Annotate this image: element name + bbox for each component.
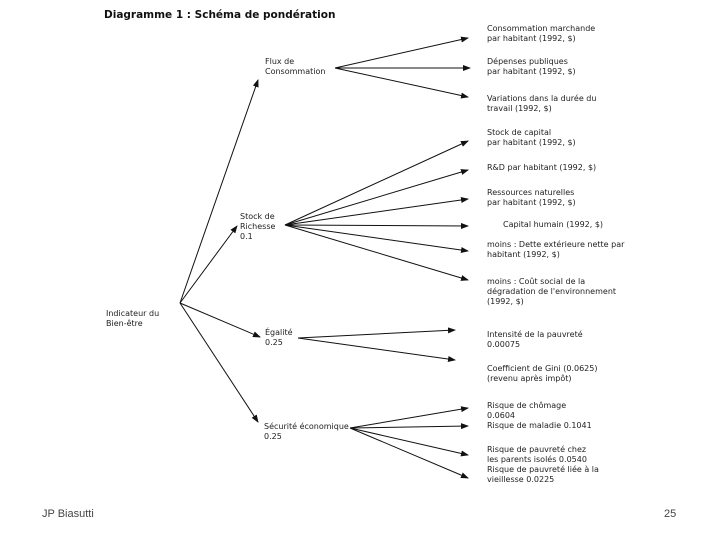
leaf-w5-line1: moins : Dette extérieure nette par xyxy=(487,240,625,249)
leaf-w6: moins : Coût social de la dégradation de… xyxy=(487,277,616,307)
edge-wealth-w5 xyxy=(284,224,469,253)
edge-security-s2 xyxy=(349,423,469,430)
page-number: 25 xyxy=(664,508,677,520)
edge-consumption-c3 xyxy=(334,67,469,99)
leaf-w6-line1: moins : Coût social de la xyxy=(487,277,586,286)
edge-security-s1 xyxy=(349,406,469,429)
leaf-e2: Coefficient de Gini (0.0625) (revenu apr… xyxy=(487,364,597,384)
edge-wealth-w6 xyxy=(284,224,469,281)
leaf-w1: Stock de capital par habitant (1992, $) xyxy=(487,128,576,148)
edge-security-s4 xyxy=(349,427,469,479)
node-equality-weight: 0.25 xyxy=(265,338,283,347)
leaf-s1-line1: Risque de chômage xyxy=(487,401,567,410)
leaf-s3-line1: Risque de pauvreté chez xyxy=(487,445,587,454)
node-consumption-line2: Consommation xyxy=(265,67,326,76)
node-root-line1: Indicateur du xyxy=(106,309,160,318)
leaf-e1-line2: 0.00075 xyxy=(487,340,521,349)
leaf-w4: Capital humain (1992, $) xyxy=(503,220,603,230)
edge-equality-e1 xyxy=(297,327,456,339)
leaf-s3: Risque de pauvreté chez les parents isol… xyxy=(487,445,587,465)
leaf-c2-line1: Dépenses publiques xyxy=(487,57,568,66)
leaf-c3: Variations dans la durée du travail (199… xyxy=(487,94,596,114)
leaf-w2: R&D par habitant (1992, $) xyxy=(487,163,596,173)
node-consumption-line1: Flux de xyxy=(265,57,295,66)
leaf-c2-line2: par habitant (1992, $) xyxy=(487,67,576,76)
edge-consumption-c1 xyxy=(334,36,469,69)
edge-root-wealth xyxy=(179,225,238,304)
leaf-s4-line1: Risque de pauvreté liée à la xyxy=(487,465,599,474)
leaf-c3-line2: travail (1992, $) xyxy=(487,104,552,113)
edge-root-equality xyxy=(179,302,261,338)
diagram-title: Diagramme 1 : Schéma de pondération xyxy=(104,9,336,21)
footer-author: JP Biasutti xyxy=(42,508,94,520)
node-wealth-line2: Richesse xyxy=(240,222,276,231)
leaf-e1-line1: Intensité de la pauvreté xyxy=(487,330,583,339)
node-equality-line1: Égalité xyxy=(265,328,293,337)
leaf-w1-line2: par habitant (1992, $) xyxy=(487,138,576,147)
leaf-e2-line1: Coefficient de Gini (0.0625) xyxy=(487,364,598,373)
edge-wealth-w1 xyxy=(284,140,469,226)
node-equality: Égalité 0.25 xyxy=(265,328,293,348)
leaf-w1-line1: Stock de capital xyxy=(487,128,552,137)
node-wealth-line1: Stock de xyxy=(240,212,275,221)
leaf-s1: Risque de chômage 0.0604 xyxy=(487,401,566,421)
leaf-s1-line2: 0.0604 xyxy=(487,411,515,420)
node-root: Indicateur du Bien-être xyxy=(106,309,159,329)
edge-security-s3 xyxy=(349,427,469,457)
node-wealth-weight: 0.1 xyxy=(240,232,253,241)
leaf-c2: Dépenses publiques par habitant (1992, $… xyxy=(487,57,576,77)
node-root-line2: Bien-être xyxy=(106,319,143,328)
edge-equality-e2 xyxy=(297,337,456,362)
leaf-w3: Ressources naturelles par habitant (1992… xyxy=(487,188,576,208)
leaf-s2: Risque de maladie 0.1041 xyxy=(487,421,592,431)
edge-root-security xyxy=(179,302,259,423)
leaf-w3-line2: par habitant (1992, $) xyxy=(487,198,576,207)
node-wealth: Stock de Richesse 0.1 xyxy=(240,212,275,242)
edge-wealth-w3 xyxy=(284,197,469,226)
leaf-w2-line1: R&D par habitant (1992, $) xyxy=(487,163,597,172)
leaf-e2-line2: (revenu après impôt) xyxy=(487,374,572,383)
leaf-w5: moins : Dette extérieure nette par habit… xyxy=(487,240,624,260)
leaf-c1: Consommation marchande par habitant (199… xyxy=(487,24,595,44)
node-security: Sécurité économique 0.25 xyxy=(264,422,349,442)
leaf-w5-line2: habitant (1992, $) xyxy=(487,250,560,259)
leaf-s2-line1: Risque de maladie 0.1041 xyxy=(487,421,592,430)
leaf-e1: Intensité de la pauvreté 0.00075 xyxy=(487,330,583,350)
node-security-weight: 0.25 xyxy=(264,432,282,441)
edge-wealth-w2 xyxy=(284,169,469,226)
leaf-w6-line3: (1992, $) xyxy=(487,297,524,306)
leaf-s4-line2: vieillesse 0.0225 xyxy=(487,475,555,484)
node-consumption: Flux de Consommation xyxy=(265,57,325,77)
leaf-w3-line1: Ressources naturelles xyxy=(487,188,575,197)
leaf-c1-line2: par habitant (1992, $) xyxy=(487,34,576,43)
edge-wealth-w4 xyxy=(284,222,469,229)
node-security-line1: Sécurité économique xyxy=(264,422,349,431)
leaf-w4-line1: Capital humain (1992, $) xyxy=(503,220,604,229)
leaf-c1-line1: Consommation marchande xyxy=(487,24,596,33)
leaf-c3-line1: Variations dans la durée du xyxy=(487,94,597,103)
leaf-w6-line2: dégradation de l'environnement xyxy=(487,287,617,296)
leaf-s4: Risque de pauvreté liée à la vieillesse … xyxy=(487,465,599,485)
leaf-s3-line2: les parents isolés 0.0540 xyxy=(487,455,587,464)
edge-root-consumption xyxy=(179,79,259,304)
